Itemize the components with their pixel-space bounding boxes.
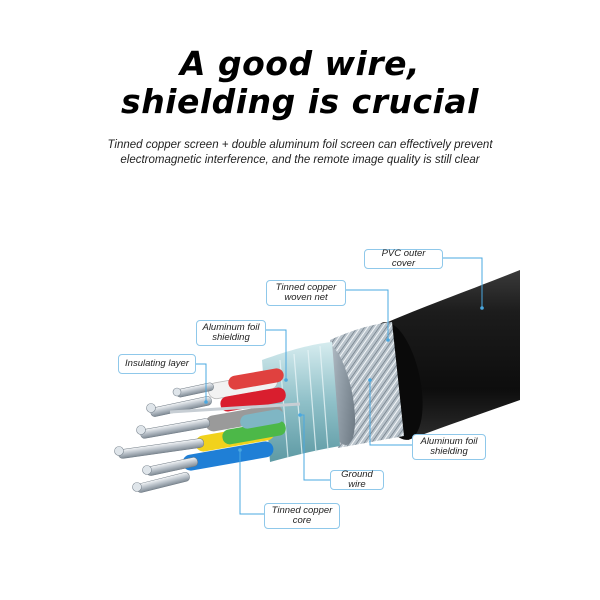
insulated-wires <box>182 368 286 471</box>
copper-conductors <box>118 382 214 493</box>
label-pvc-outer-cover: PVC outer cover <box>364 249 443 269</box>
conductor-tips <box>114 387 182 492</box>
label-ground-wire: Ground wire <box>330 470 384 490</box>
label-aluminum-foil-shielding-right: Aluminum foil shielding <box>412 434 486 460</box>
ground-wire <box>169 402 301 414</box>
headline-line-1: A good wire, <box>179 44 421 83</box>
headline-line-2: shielding is crucial <box>121 82 479 121</box>
label-tinned-copper-woven-net: Tinned copper woven net <box>266 280 346 306</box>
foil-stripes <box>279 345 329 459</box>
label-insulating-layer: Insulating layer <box>118 354 196 374</box>
leader-dots <box>204 306 484 452</box>
subtitle-line-1: Tinned copper screen + double aluminum f… <box>107 139 493 151</box>
label-aluminum-foil-shielding-left: Aluminum foil shielding <box>196 320 266 346</box>
subtitle-line-2: electromagnetic interference, and the re… <box>120 154 480 166</box>
label-tinned-copper-core: Tinned copper core <box>264 503 340 529</box>
